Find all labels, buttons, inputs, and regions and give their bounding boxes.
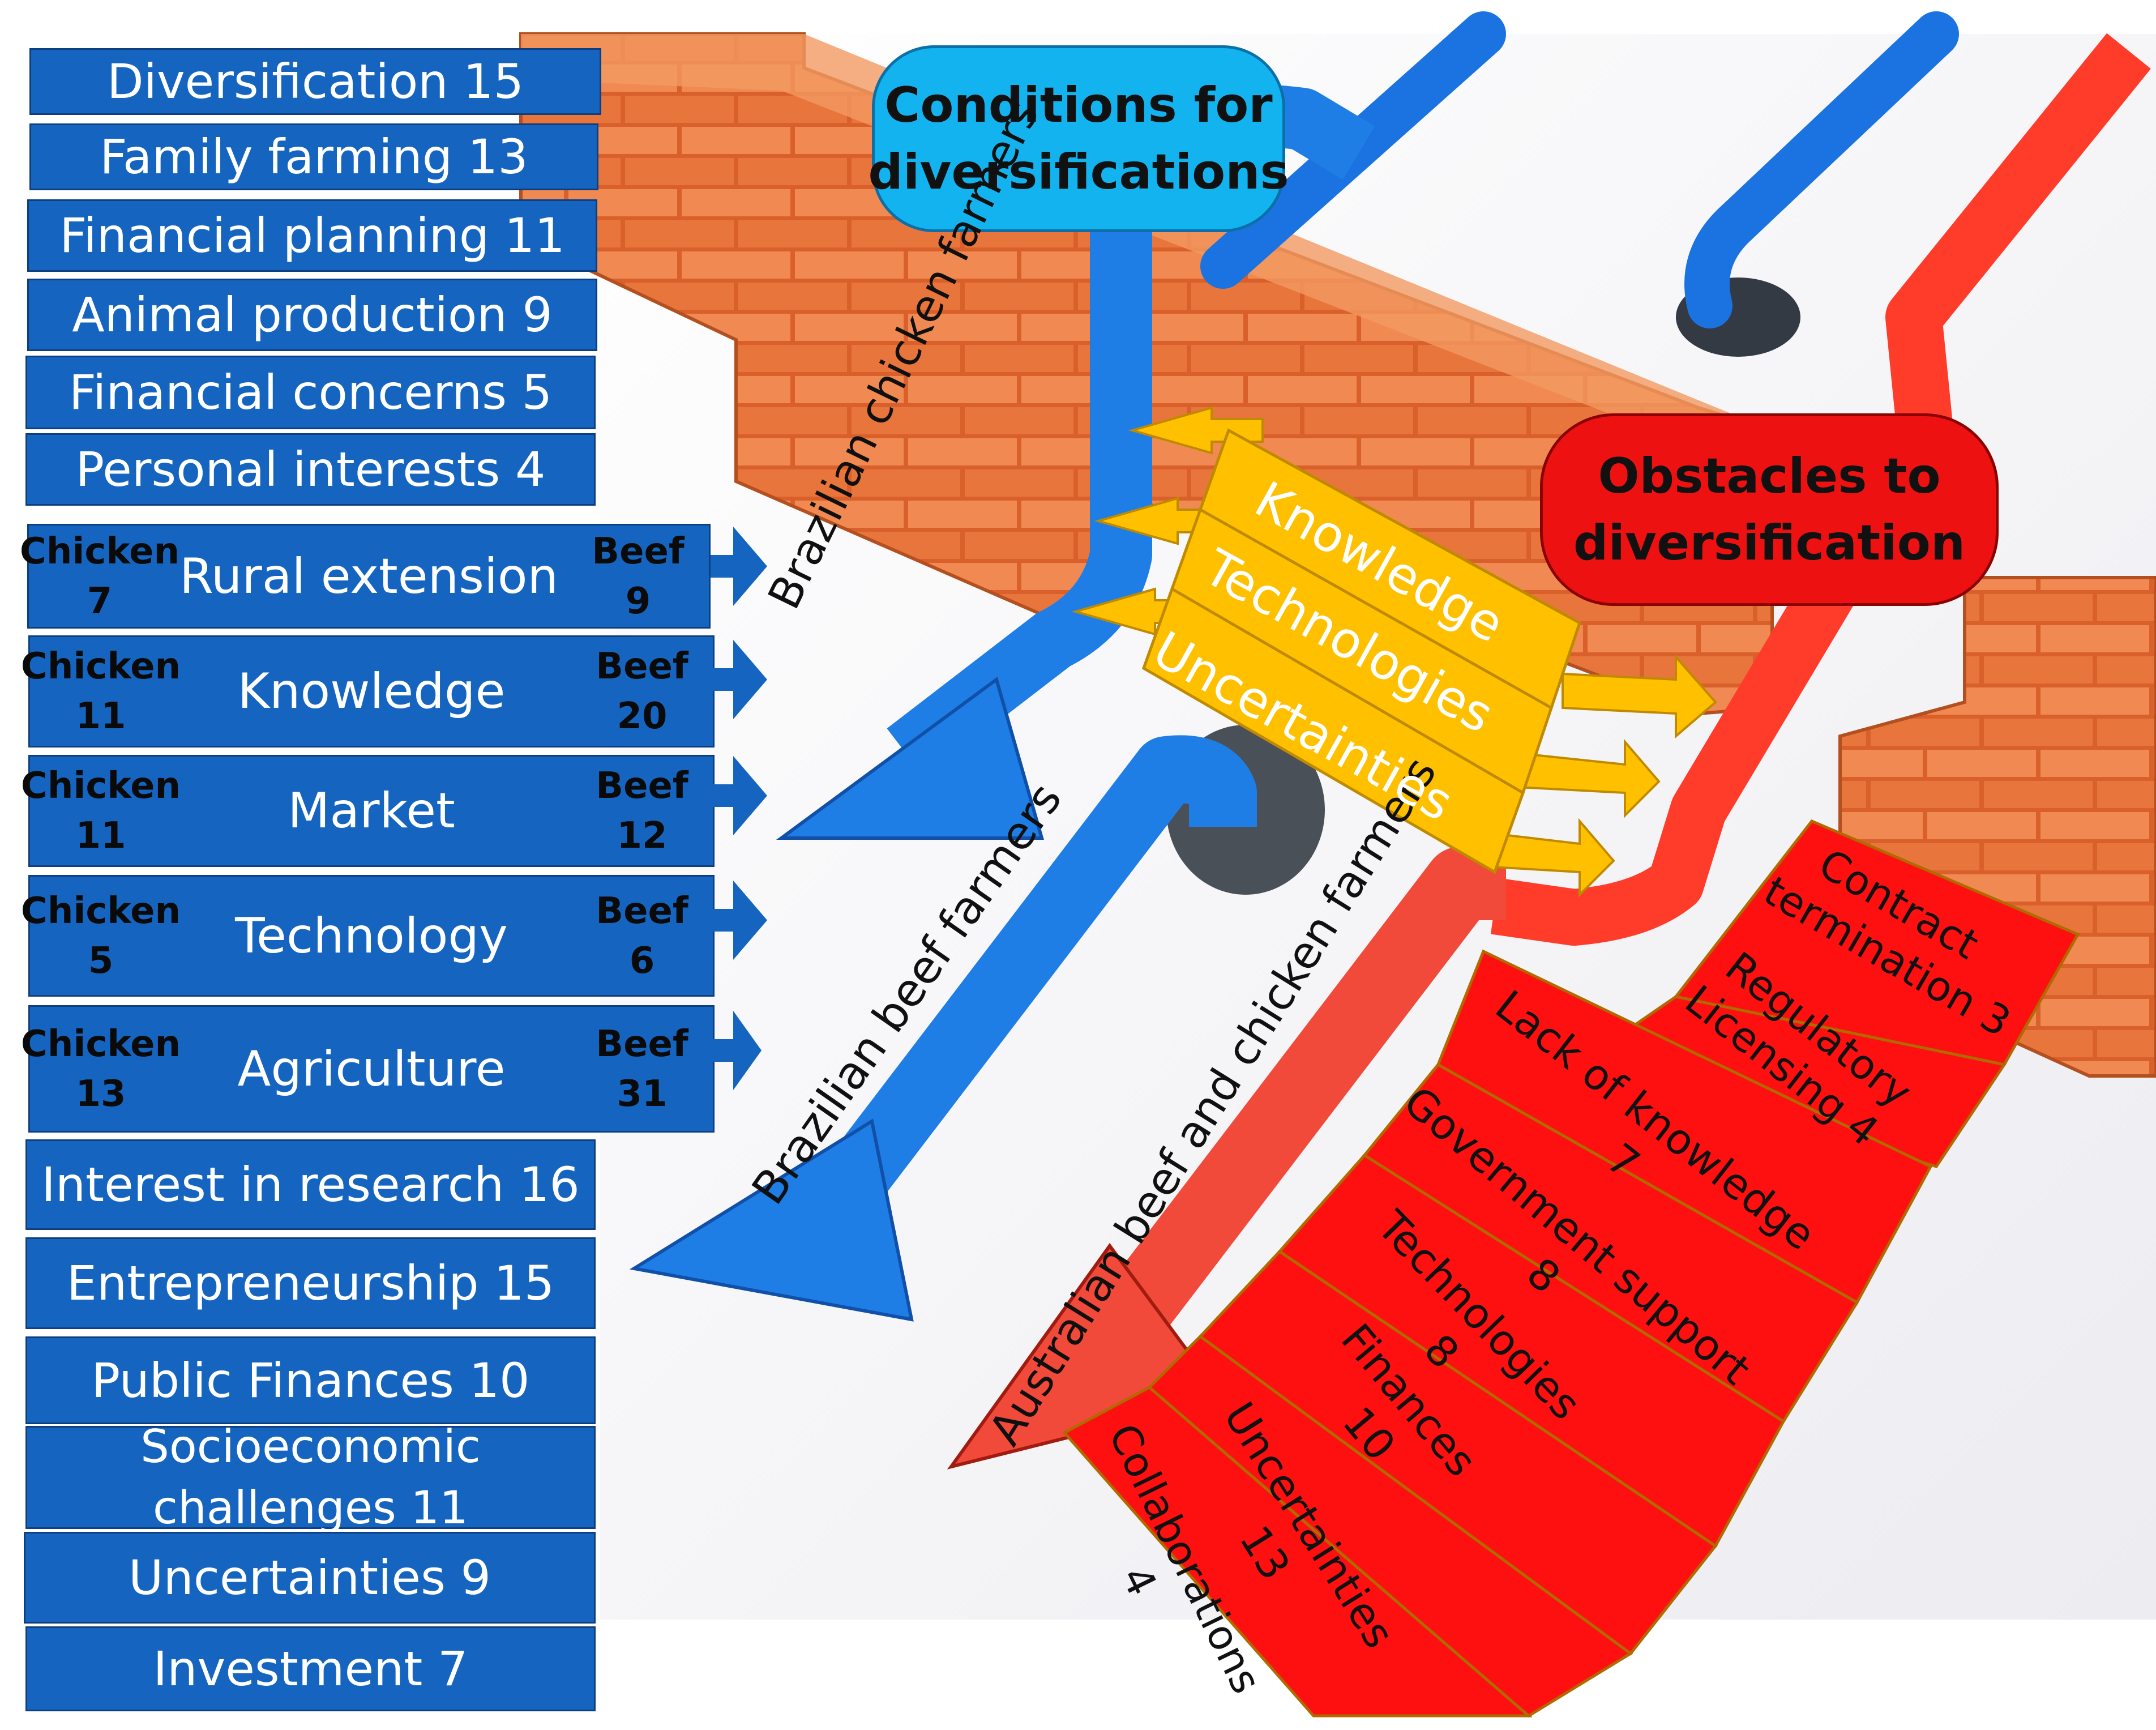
box-diversification: Diversification 15	[29, 48, 601, 115]
row-topic: Knowledge	[237, 663, 506, 720]
beef-arrow-head	[629, 1118, 914, 1322]
box-entrepreneurship: Entrepreneurship 15	[25, 1237, 596, 1329]
box-investment: Investment 7	[25, 1626, 596, 1711]
box-public-finances: Public Finances 10	[25, 1336, 596, 1424]
box-personal-interests: Personal interests 4	[25, 433, 596, 506]
row-topic: Rural extension	[179, 548, 558, 605]
box-financial-planning: Financial planning 11	[27, 199, 597, 272]
box-uncertainties: Uncertainties 9	[24, 1532, 596, 1624]
box-interest-in-research: Interest in research 16	[25, 1139, 596, 1230]
yellow-arrows-right	[1482, 653, 1717, 898]
box-financial-concerns: Financial concerns 5	[25, 356, 596, 429]
row-topic: Agriculture	[237, 1040, 506, 1097]
brick-wall-top	[521, 34, 1772, 453]
chicken-arrow-head	[776, 677, 1044, 840]
australian-arrow-body	[1103, 847, 1506, 1336]
red-pipe	[1490, 33, 2151, 946]
beef-arrow-body	[811, 735, 1257, 1221]
blue-pipe-2	[1684, 11, 1959, 328]
box-family-farming: Family farming 13	[29, 123, 598, 190]
obstacle-blocks	[1062, 819, 2080, 1718]
row-topic: Technology	[235, 907, 508, 964]
shared-bands	[1141, 428, 1582, 874]
box-animal-production: Animal production 9	[27, 279, 597, 351]
row-arrows	[711, 527, 767, 1090]
row-topic: Market	[288, 783, 455, 839]
